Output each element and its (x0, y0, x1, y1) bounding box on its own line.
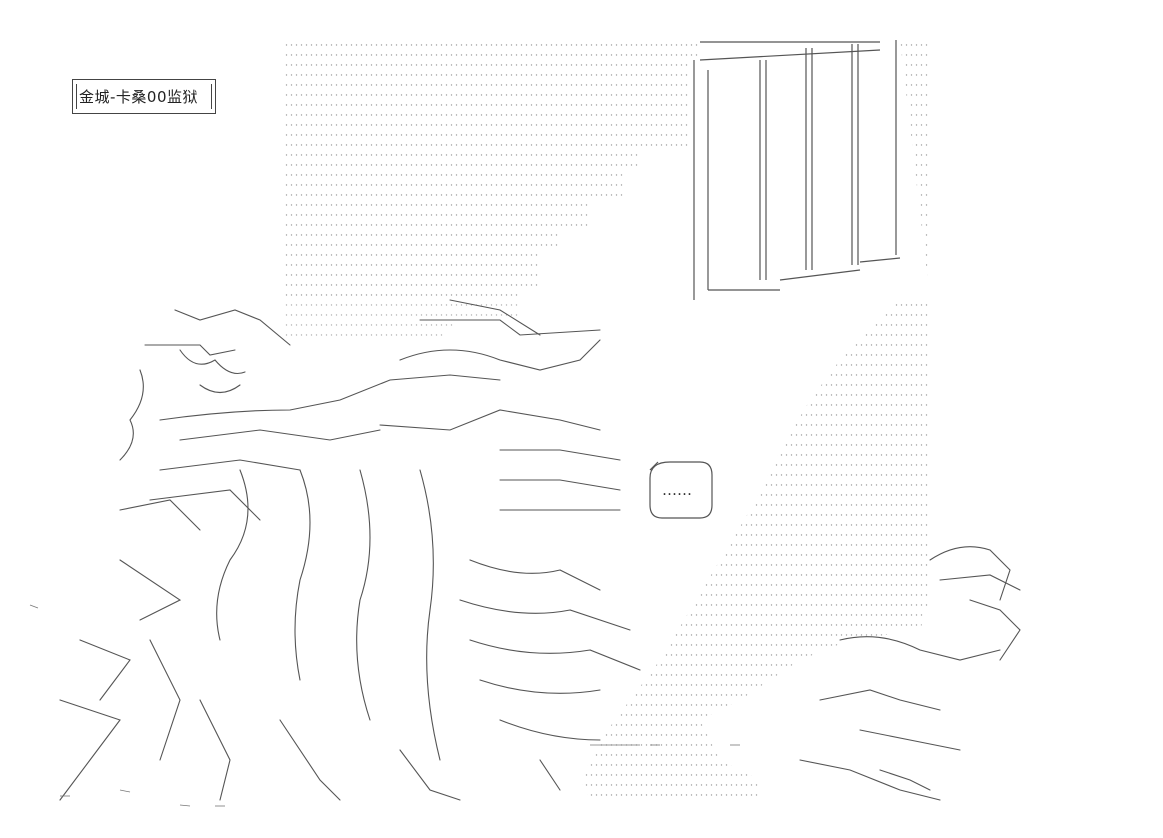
caption-text: 金城-卡桑00监狱 (79, 88, 199, 106)
character-figure (59, 299, 1021, 801)
dotted-wall-background (285, 40, 700, 300)
ascii-texture-strokes (29, 604, 740, 807)
dotted-wall-middle (285, 300, 520, 340)
prison-window-bars (693, 40, 901, 300)
speech-bubble (649, 461, 713, 519)
speech-bubble-text: …… (662, 481, 692, 499)
dotted-wall-lower (580, 40, 930, 800)
caption-box: 金城-卡桑00监狱 (72, 79, 216, 114)
